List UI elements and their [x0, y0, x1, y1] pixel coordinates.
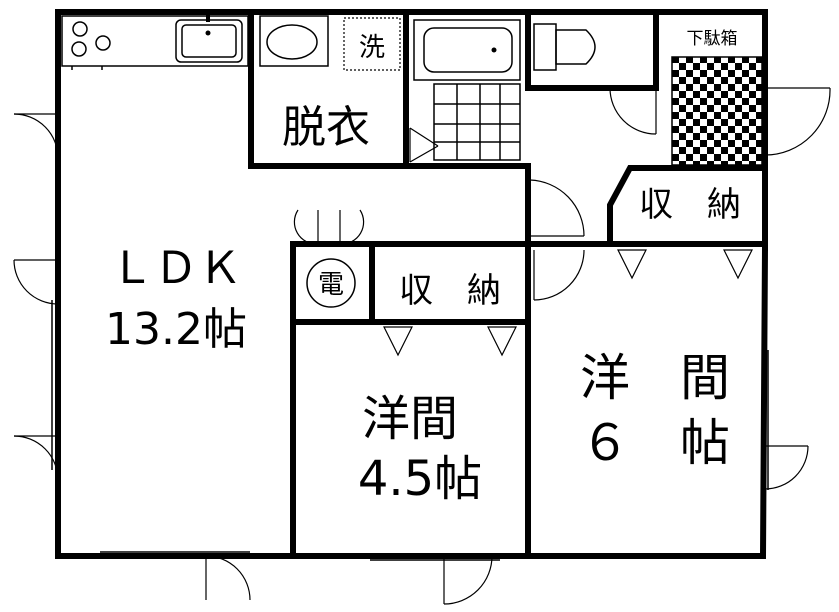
western-small-name-label: 洋間	[362, 391, 458, 447]
entrance-door-icon	[764, 87, 831, 156]
wash-basin-icon	[259, 15, 329, 67]
ldk-bottom-door-icon	[100, 551, 251, 601]
toilet-icon	[533, 23, 596, 71]
electric-panel-icon	[306, 258, 356, 308]
electric-label: 電	[318, 270, 344, 300]
western-large-entry-door-icon	[533, 249, 585, 301]
ldk-left-doors-icon	[13, 113, 59, 481]
western-large-window-door-icon	[764, 350, 809, 490]
toilet-door-icon	[609, 87, 657, 135]
washer-space	[343, 17, 401, 71]
shoe-box-label: 下駄箱	[687, 29, 738, 49]
washer-label: 洗	[359, 33, 385, 63]
ldk-double-door-icon	[293, 209, 365, 245]
kitchen-counter	[61, 12, 249, 70]
bathroom-door-icon	[409, 127, 439, 163]
storage-center-door-markers	[383, 326, 517, 357]
western-large-size-label: ６ 帖	[580, 414, 730, 472]
western-large-name-label: 洋 間	[580, 349, 730, 407]
entrance-tile	[671, 56, 763, 166]
western-small-door-icon	[370, 555, 500, 605]
dressing-room-label: 脱衣	[282, 102, 370, 153]
hall-door-icon	[529, 179, 585, 237]
western-small-size-label: 4.5帖	[358, 451, 482, 507]
storage-upper-right-label: 収 納	[639, 185, 741, 225]
bathtub-icon	[413, 19, 521, 81]
bathroom-floor-grid	[433, 83, 521, 161]
interior-walls	[248, 9, 768, 559]
ldk-size-label: 13.2帖	[105, 304, 247, 355]
storage-center-label: 収 納	[399, 271, 501, 311]
western-large-door-markers	[617, 249, 753, 280]
ldk-name-label: ＬＤＫ	[110, 243, 242, 294]
